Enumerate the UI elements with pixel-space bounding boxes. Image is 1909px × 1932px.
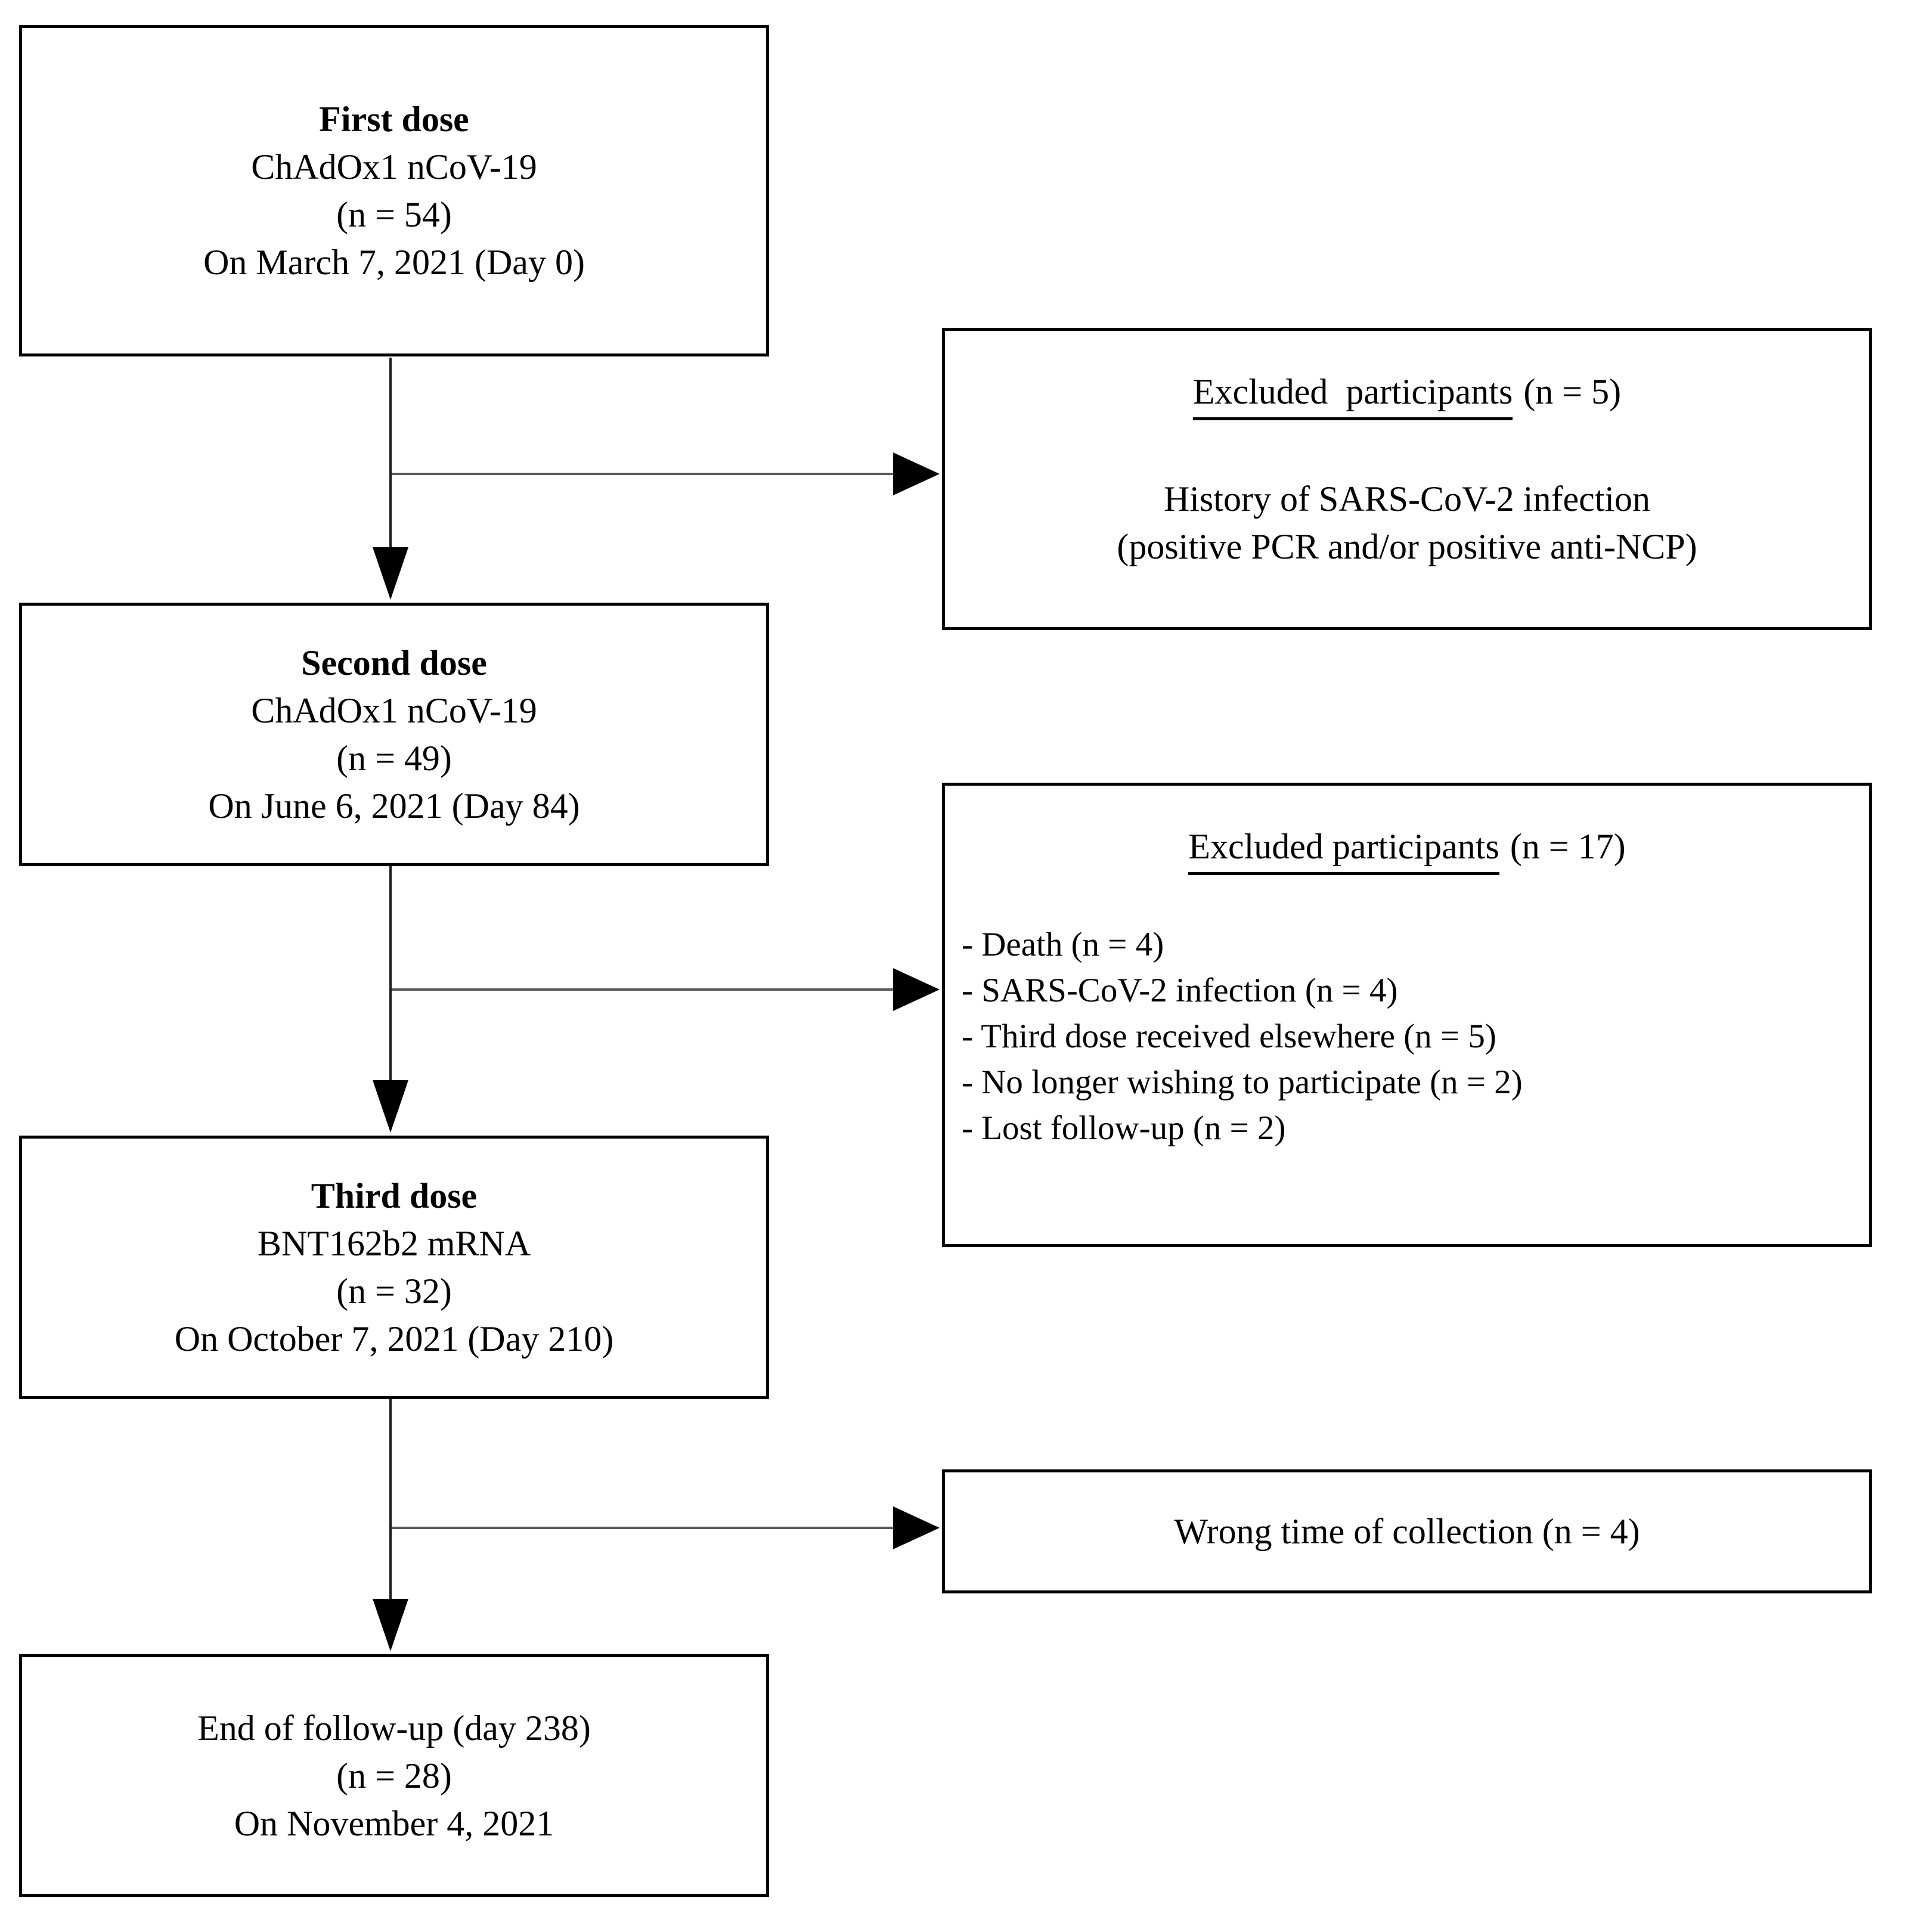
branch-to-excluded-1 (392, 473, 898, 475)
first-dose-vaccine: ChAdOx1 nCoV-19 (251, 147, 537, 187)
second-dose-n: (n = 49) (336, 739, 452, 778)
connector-third-to-end (389, 1399, 392, 1611)
arrowhead-down-icon (373, 1080, 408, 1133)
arrowhead-right-icon (893, 1506, 940, 1549)
connector-second-to-third (389, 866, 392, 1093)
branch-to-excluded-2 (392, 988, 898, 991)
excluded-2-box: Excluded participants (n = 17) - Death (n… (942, 783, 1872, 1247)
third-dose-title: Third dose (311, 1176, 478, 1215)
excluded-1-title-line: Excluded participants (n = 5) (1192, 368, 1622, 420)
arrowhead-down-icon (373, 1599, 408, 1651)
excluded-1-reason-2: (positive PCR and/or positive anti-NCP) (1117, 527, 1697, 566)
end-followup-date: On November 4, 2021 (234, 1803, 554, 1843)
third-dose-date: On October 7, 2021 (Day 210) (174, 1319, 614, 1359)
connector-first-to-second (389, 358, 392, 554)
second-dose-date: On June 6, 2021 (Day 84) (208, 786, 580, 826)
excluded-2-item: - Lost follow-up (n = 2) (962, 1109, 1286, 1147)
end-followup-n: (n = 28) (336, 1756, 452, 1795)
excluded-2-item: - Third dose received elsewhere (n = 5) (962, 1018, 1496, 1055)
excluded-2-item: - No longer wishing to participate (n = … (962, 1063, 1523, 1101)
third-dose-n: (n = 32) (336, 1272, 452, 1311)
excluded-2-count: (n = 17) (1510, 827, 1626, 866)
first-dose-title: First dose (319, 100, 469, 139)
arrowhead-right-icon (893, 968, 940, 1011)
first-dose-date: On March 7, 2021 (Day 0) (203, 243, 585, 282)
second-dose-vaccine: ChAdOx1 nCoV-19 (251, 691, 537, 730)
arrowhead-down-icon (373, 547, 408, 600)
second-dose-box: Second dose ChAdOx1 nCoV-19 (n = 49) On … (19, 603, 769, 866)
excluded-2-item: - Death (n = 4) (962, 926, 1164, 963)
wrong-time-box: Wrong time of collection (n = 4) (942, 1469, 1872, 1593)
second-dose-title: Second dose (301, 643, 487, 683)
arrowhead-right-icon (893, 452, 940, 495)
branch-to-wrong-time (392, 1527, 898, 1529)
excluded-2-item-list: - Death (n = 4) - SARS-CoV-2 infection (… (945, 922, 1869, 1151)
wrong-time-label: Wrong time of collection (n = 4) (1174, 1512, 1640, 1551)
excluded-1-reason-1: History of SARS-CoV-2 infection (1163, 479, 1651, 519)
end-followup-box: End of follow-up (day 238) (n = 28) On N… (19, 1654, 769, 1897)
first-dose-box: First dose ChAdOx1 nCoV-19 (n = 54) On M… (19, 25, 769, 356)
excluded-2-title: Excluded participants (1188, 823, 1499, 875)
excluded-1-box: Excluded participants (n = 5) History of … (942, 328, 1872, 630)
third-dose-vaccine: BNT162b2 mRNA (257, 1224, 531, 1263)
end-followup-line1: End of follow-up (day 238) (197, 1708, 591, 1748)
first-dose-n: (n = 54) (336, 195, 452, 234)
excluded-1-title: Excluded participants (1192, 368, 1513, 420)
third-dose-box: Third dose BNT162b2 mRNA (n = 32) On Oct… (19, 1136, 769, 1399)
excluded-2-item: - SARS-CoV-2 infection (n = 4) (962, 972, 1398, 1009)
excluded-2-title-line: Excluded participants (n = 17) (1188, 823, 1626, 875)
excluded-1-count: (n = 5) (1523, 372, 1622, 411)
